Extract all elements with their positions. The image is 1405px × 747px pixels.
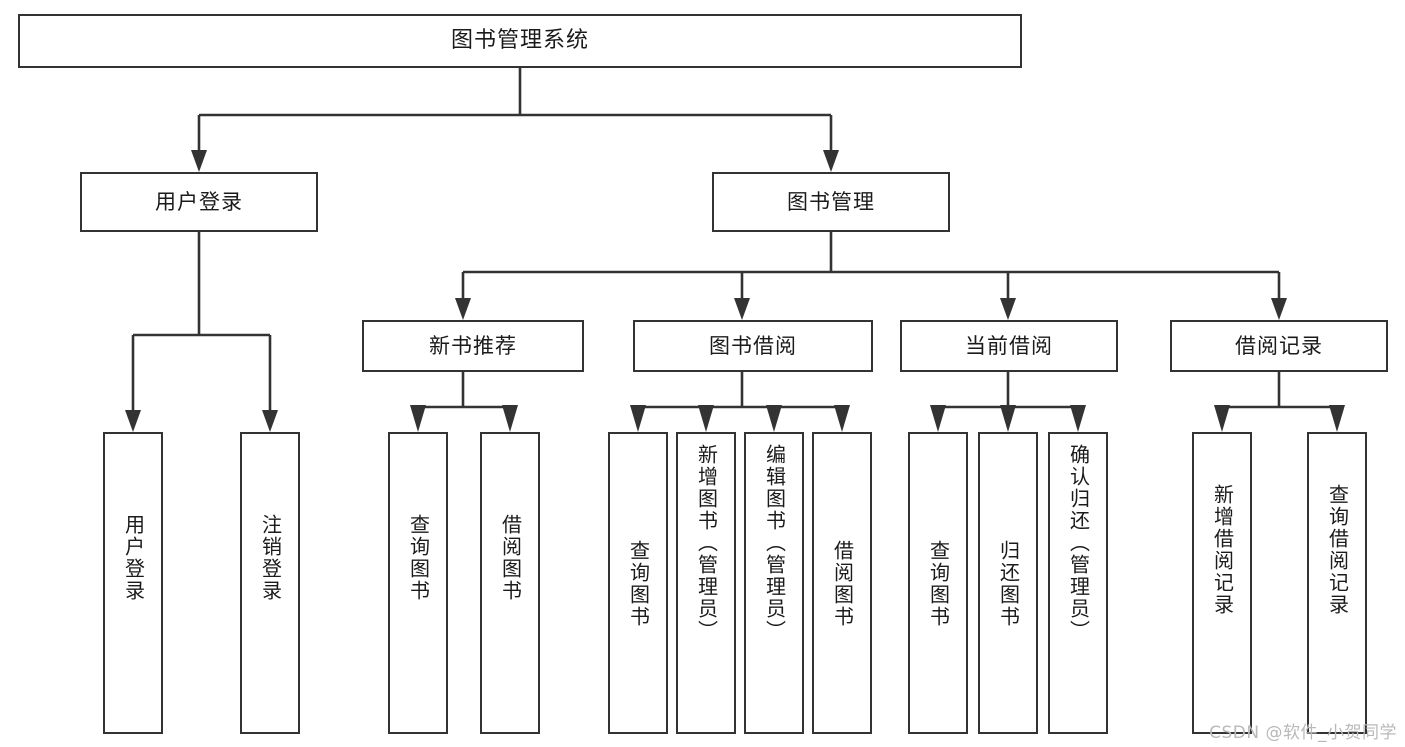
leaf-book-borrow-edit-label: 编辑图书（管理员） <box>762 444 787 642</box>
node-book-borrow[interactable]: 图书借阅 <box>633 320 873 372</box>
arrow-borrow-records-leaf1 <box>1214 405 1230 432</box>
node-user-login-label: 用户登录 <box>155 189 243 214</box>
leaf-new-book-borrow[interactable]: 借阅图书 <box>480 432 540 734</box>
node-new-book-recommend-label: 新书推荐 <box>429 333 517 358</box>
node-new-book-recommend[interactable]: 新书推荐 <box>362 320 584 372</box>
arrow-book-borrow <box>734 298 750 320</box>
node-current-borrow-label: 当前借阅 <box>965 333 1053 358</box>
leaf-book-borrow-query-label: 查询图书 <box>626 540 651 628</box>
arrow-current-borrow-leaf1 <box>930 405 946 432</box>
node-book-management[interactable]: 图书管理 <box>712 172 950 232</box>
arrow-borrow-records-leaf2 <box>1329 405 1345 432</box>
node-user-login[interactable]: 用户登录 <box>80 172 318 232</box>
arrow-book-mgmt <box>823 150 839 172</box>
arrow-user-login-leaf1 <box>125 410 141 432</box>
arrow-current-borrow-leaf2 <box>1000 405 1016 432</box>
arrow-book-borrow-leaf4 <box>834 405 850 432</box>
arrow-current-borrow-leaf3 <box>1070 405 1086 432</box>
leaf-current-borrow-return[interactable]: 归还图书 <box>978 432 1038 734</box>
leaf-user-login-logout-label: 注销登录 <box>258 514 283 602</box>
node-root-library-system[interactable]: 图书管理系统 <box>18 14 1022 68</box>
leaf-new-book-query-label: 查询图书 <box>406 514 431 602</box>
arrow-current-borrow <box>1000 298 1016 320</box>
leaf-book-borrow-borrow-label: 借阅图书 <box>830 540 855 628</box>
leaf-borrow-records-query[interactable]: 查询借阅记录 <box>1307 432 1367 734</box>
arrow-book-borrow-leaf3 <box>766 405 782 432</box>
arrow-new-book <box>455 298 471 320</box>
leaf-borrow-records-add-label: 新增借阅记录 <box>1210 484 1235 616</box>
node-borrow-records[interactable]: 借阅记录 <box>1170 320 1388 372</box>
arrow-user-login-leaf2 <box>262 410 278 432</box>
leaf-user-login-logout[interactable]: 注销登录 <box>240 432 300 734</box>
leaf-book-borrow-edit[interactable]: 编辑图书（管理员） <box>744 432 804 734</box>
arrow-new-book-leaf2 <box>502 405 518 432</box>
leaf-borrow-records-add[interactable]: 新增借阅记录 <box>1192 432 1252 734</box>
leaf-user-login-login[interactable]: 用户登录 <box>103 432 163 734</box>
leaf-book-borrow-add-label: 新增图书（管理员） <box>694 444 719 642</box>
leaf-user-login-login-label: 用户登录 <box>121 514 146 602</box>
leaf-new-book-query[interactable]: 查询图书 <box>388 432 448 734</box>
leaf-new-book-borrow-label: 借阅图书 <box>498 514 523 602</box>
leaf-book-borrow-query[interactable]: 查询图书 <box>608 432 668 734</box>
leaf-current-borrow-confirm[interactable]: 确认归还（管理员） <box>1048 432 1108 734</box>
watermark-text: CSDN @软件_小贺同学 <box>1209 723 1397 743</box>
leaf-current-borrow-query-label: 查询图书 <box>926 540 951 628</box>
arrow-new-book-leaf1 <box>410 405 426 432</box>
leaf-borrow-records-query-label: 查询借阅记录 <box>1325 484 1350 616</box>
arrow-user-login <box>191 150 207 172</box>
node-book-borrow-label: 图书借阅 <box>709 333 797 358</box>
leaf-current-borrow-query[interactable]: 查询图书 <box>908 432 968 734</box>
node-borrow-records-label: 借阅记录 <box>1235 333 1323 358</box>
node-book-management-label: 图书管理 <box>787 189 875 214</box>
leaf-book-borrow-borrow[interactable]: 借阅图书 <box>812 432 872 734</box>
node-root-label: 图书管理系统 <box>450 28 589 54</box>
arrow-borrow-records <box>1271 298 1287 320</box>
node-current-borrow[interactable]: 当前借阅 <box>900 320 1118 372</box>
leaf-current-borrow-confirm-label: 确认归还（管理员） <box>1066 444 1091 642</box>
arrow-book-borrow-leaf2 <box>698 405 714 432</box>
arrow-book-borrow-leaf1 <box>630 405 646 432</box>
leaf-book-borrow-add[interactable]: 新增图书（管理员） <box>676 432 736 734</box>
leaf-current-borrow-return-label: 归还图书 <box>996 540 1021 628</box>
